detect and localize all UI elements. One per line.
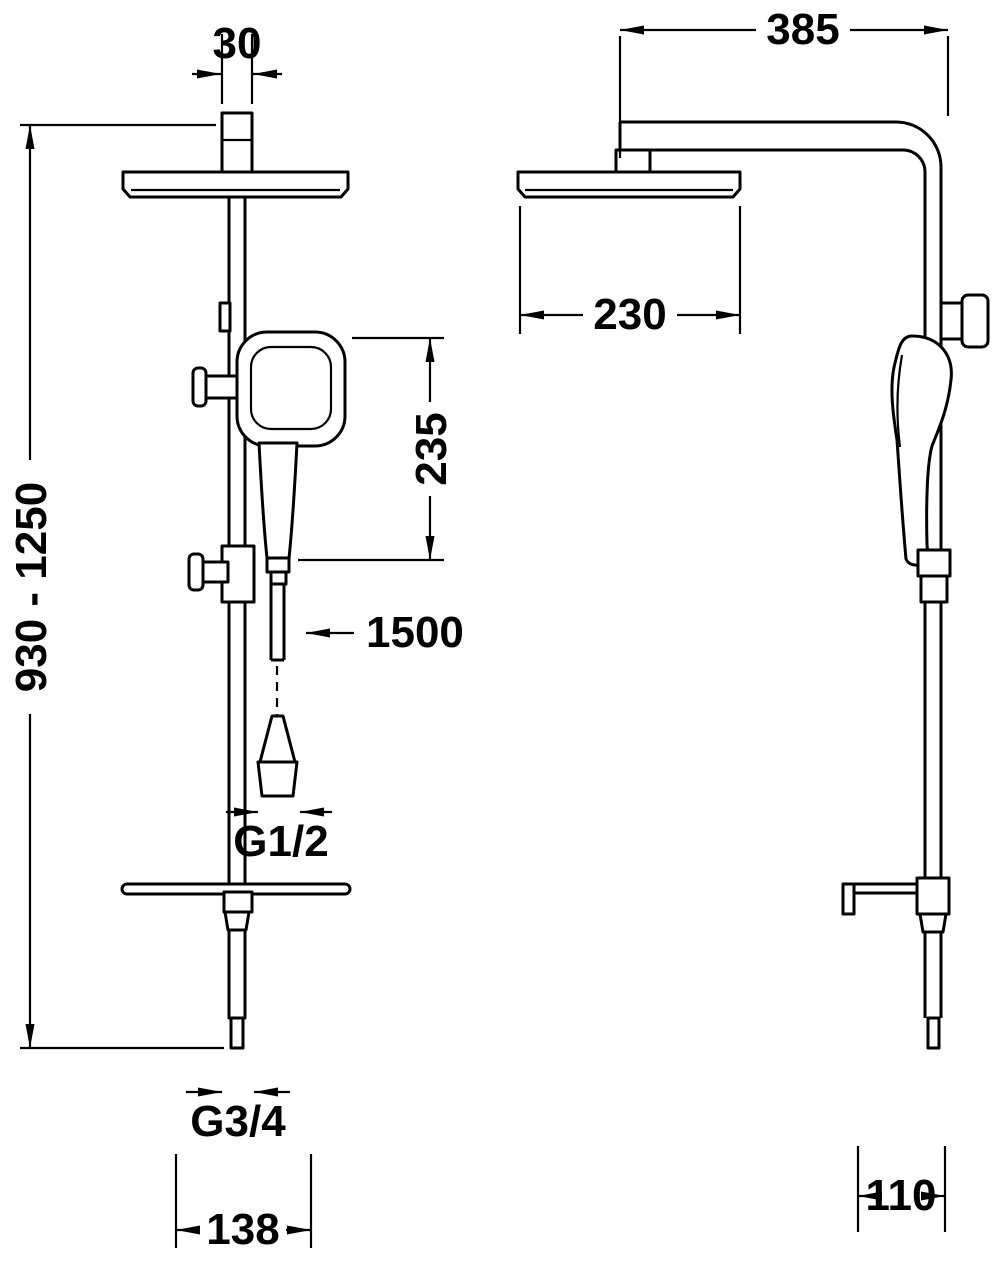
slider-body [220, 544, 256, 604]
dim-overall-height: 930 - 1250 [7, 123, 224, 1050]
rain-shower-head-side [516, 170, 742, 199]
handle-connector [265, 556, 291, 574]
top-connector-front [220, 111, 254, 175]
wall-bracket-plate [960, 293, 990, 349]
dim-label-g12: G1/2 [233, 817, 328, 866]
pipe-clip [218, 301, 232, 333]
dim-label-1500: 1500 [366, 608, 464, 657]
holder-knob [191, 366, 208, 408]
rain-head-body-side [516, 170, 742, 199]
soap-shelf-front [120, 882, 352, 932]
top-connector [220, 111, 254, 175]
union-nut [223, 910, 251, 932]
dim-base-spacing: 138 [174, 1154, 313, 1254]
holder-stem [203, 374, 241, 400]
shower-hose [256, 584, 299, 798]
dim-hose-length: 1500 [306, 608, 464, 657]
dim-label-g34: G3/4 [190, 1097, 286, 1146]
slider-bracket-front [187, 544, 256, 604]
slider-lower [919, 574, 949, 604]
slider-stem [200, 560, 230, 584]
hand-shower-handle [257, 441, 299, 560]
dim-arm-reach: 385 [618, 5, 950, 158]
dim-hose-thread: G1/2 [226, 807, 332, 866]
side-view: 385 230 110 [516, 5, 990, 1232]
slider-bracket-side [916, 548, 952, 604]
dim-head-depth: 230 [518, 206, 742, 339]
dim-riser-thread: G3/4 [186, 1087, 290, 1146]
riser-pipe-tip [229, 1016, 245, 1050]
arm-outer-edge [620, 120, 943, 1018]
spray-face [249, 345, 333, 431]
dim-label-110: 110 [866, 1171, 937, 1220]
slider-knob [187, 552, 205, 592]
riser-pipe-tip-side [926, 1016, 941, 1050]
hose-cone-connector [258, 714, 297, 764]
dim-label-235: 235 [407, 412, 456, 485]
dim-label-30: 30 [213, 19, 262, 68]
union-nut-side [918, 912, 948, 934]
front-view: 30 930 - 1250 235 1500 G1/2 [7, 19, 464, 1254]
hose-nut [256, 760, 299, 798]
dim-connector-width: 30 [192, 19, 282, 104]
dim-shelf-depth: 110 [856, 1146, 947, 1232]
dim-label-385: 385 [766, 5, 839, 54]
shelf-bracket [222, 890, 254, 914]
dim-hand-shower-length: 235 [298, 336, 456, 562]
arm-inner-edge [620, 148, 927, 1018]
soap-shelf-side [841, 876, 951, 934]
dim-label-height-range: 930 - 1250 [7, 482, 56, 692]
rain-head-body [121, 170, 350, 199]
hand-shower-front [235, 330, 347, 586]
shower-arm-and-riser-side [614, 120, 943, 1050]
rain-shower-head-front [121, 170, 350, 199]
shelf-hook-side [841, 882, 856, 916]
dim-label-138: 138 [206, 1205, 279, 1254]
handle-connector-2 [269, 570, 288, 586]
slider-upper [916, 548, 952, 578]
dim-label-230: 230 [593, 290, 666, 339]
shelf-arm-side [843, 882, 929, 895]
hand-shower-holder-front [191, 366, 241, 408]
wall-bracket-side [939, 293, 990, 349]
hand-shower-face-edge [896, 354, 904, 448]
shelf-bracket-side [915, 876, 951, 916]
